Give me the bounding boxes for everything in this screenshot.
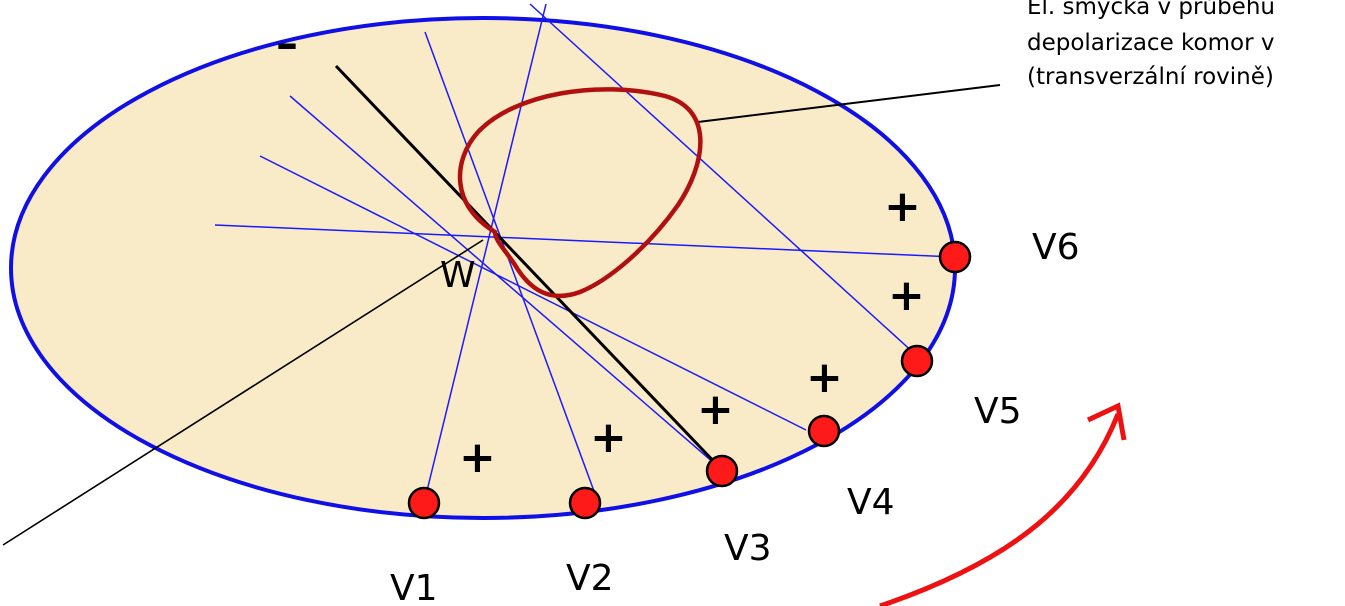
positive-sign-v5: +: [888, 270, 925, 321]
lead-label-v2: V2: [566, 558, 614, 599]
positive-sign-v4: +: [806, 352, 843, 403]
rotation-arrow-curve: [880, 414, 1118, 606]
annotation-line-2: depolarizace komor v: [1027, 30, 1274, 56]
electrode-v4: [809, 416, 839, 446]
lead-label-v1: V1: [390, 568, 438, 606]
electrode-v2: [570, 488, 600, 518]
electrode-v1: [409, 488, 439, 518]
lead-label-v4: V4: [847, 482, 895, 523]
positive-sign-v1: +: [459, 432, 496, 483]
lead-label-v5: V5: [974, 391, 1022, 432]
electrode-v6: [940, 242, 970, 272]
positive-sign-v2: +: [590, 412, 627, 463]
negative-sign: –: [276, 18, 298, 69]
central-terminal-label: W: [440, 255, 476, 296]
annotation-line-1: El. smyčka v průběhu: [1027, 0, 1275, 20]
electrode-v5: [902, 346, 932, 376]
positive-sign-v3: +: [697, 384, 734, 435]
lead-label-v6: V6: [1032, 227, 1080, 268]
lead-label-v3: V3: [724, 528, 772, 569]
positive-sign-v6: +: [884, 181, 921, 232]
annotation-line-3: (transverzální rovině): [1027, 64, 1274, 90]
electrode-v3: [707, 456, 737, 486]
